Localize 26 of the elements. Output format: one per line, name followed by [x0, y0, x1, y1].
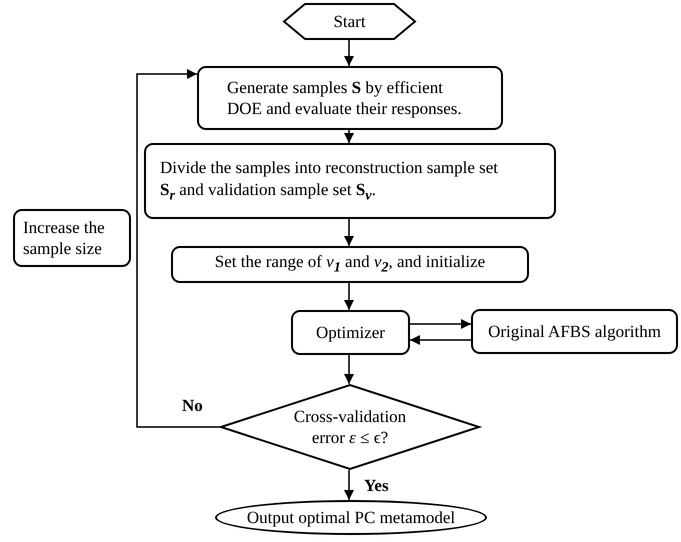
node-text: Set the range of v$_{1}$ and v$_{2}$, and initialize: [214, 251, 486, 278]
arrow: [344, 283, 354, 310]
terminal-hexagon: [283, 3, 416, 40]
node-text: Cross-validation error ε ≤ ϵ?: [292, 406, 408, 448]
process-box: [471, 309, 678, 354]
arrow: [344, 219, 354, 246]
node-text: Output optimal PC metamodel: [246, 506, 456, 528]
process-box: [144, 143, 556, 219]
node-text: Divide the samples into reconstruction sample set S$_{r}$ and validation sample set S$_{v}$.: [159, 157, 500, 205]
process-box: [197, 66, 503, 130]
arrow: [410, 335, 471, 345]
node-text: Optimizer: [315, 322, 386, 344]
arrow: [136, 69, 220, 428]
arrow: [344, 355, 354, 384]
node-text: Generate samples S by efficient DOE and evaluate their responses.: [226, 76, 463, 120]
process-box: [291, 310, 410, 355]
process-box: [171, 246, 529, 283]
note-box: [13, 209, 131, 267]
decision-diamond: [220, 384, 480, 470]
arrow: [410, 319, 471, 329]
arrow: [344, 40, 354, 66]
node-text: Increase the sample size: [22, 216, 106, 260]
arrow: [344, 130, 354, 143]
arrow: [344, 470, 354, 500]
node-text: Start: [332, 10, 367, 32]
node-text: Original AFBS algorithm: [487, 320, 662, 342]
